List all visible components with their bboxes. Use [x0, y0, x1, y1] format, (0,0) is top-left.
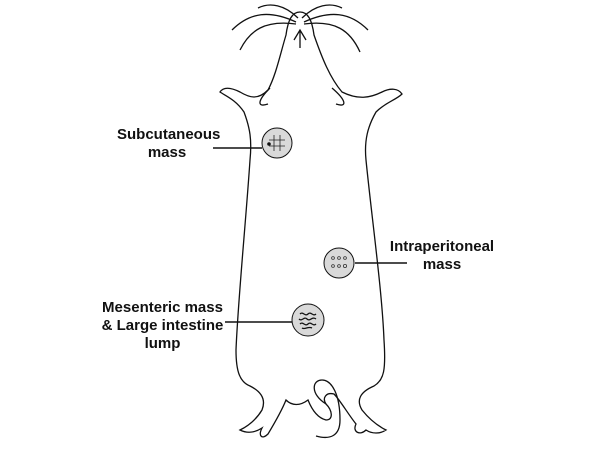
intraperitoneal-mass-marker: [323, 247, 407, 279]
subcutaneous-mass-marker: [213, 127, 293, 159]
mouse-outline: [219, 4, 403, 439]
label-line: Subcutaneous: [117, 126, 221, 143]
label-line: lump: [144, 335, 181, 352]
mesenteric-mass-label: Mesenteric mass & Large intestine lump: [95, 299, 230, 353]
label-line: mass: [147, 144, 187, 161]
label-line: Mesenteric mass: [102, 299, 223, 316]
mesenteric-mass-marker: [225, 303, 325, 337]
label-line: & Large intestine: [101, 317, 224, 334]
label-line: mass: [422, 256, 462, 273]
intraperitoneal-mass-label: Intraperitoneal mass: [382, 238, 502, 274]
subcutaneous-mass-label: Subcutaneous mass: [117, 126, 221, 162]
label-line: Intraperitoneal: [389, 238, 495, 255]
